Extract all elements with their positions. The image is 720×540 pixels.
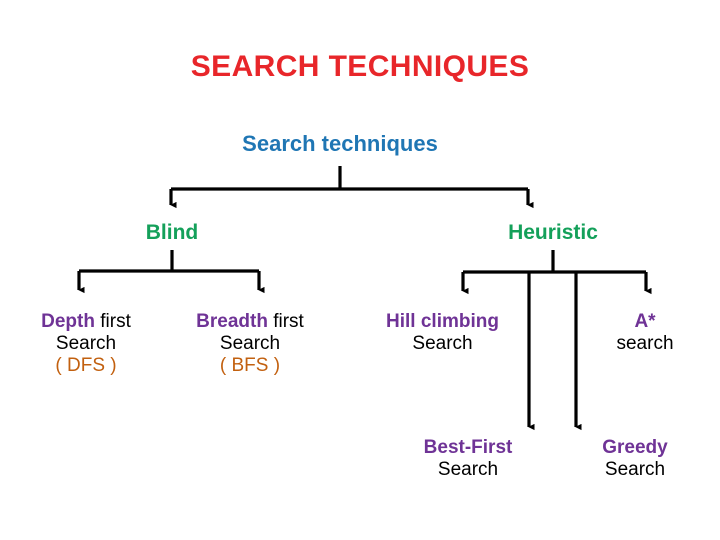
leaf-bfs-keyword: Breadth xyxy=(196,311,268,332)
node-leaf-dfs[interactable]: Depth first Search ( DFS ) xyxy=(0,311,172,377)
leaf-hill-climbing-keyword: Hill climbing xyxy=(386,311,499,332)
node-branch-heuristic[interactable]: Heuristic xyxy=(508,221,598,244)
node-leaf-greedy[interactable]: Greedy Search xyxy=(560,437,710,481)
leaf-bfs-line2: Search xyxy=(219,333,281,355)
leaf-bfs-rest: first xyxy=(267,311,304,332)
leaf-greedy-keyword: Greedy xyxy=(602,437,668,458)
leaf-hill-climbing-line2: Search xyxy=(412,333,473,355)
leaf-dfs-line2: Search xyxy=(55,333,117,355)
leaf-greedy-line2: Search xyxy=(604,459,666,481)
leaf-a-star-line2: search xyxy=(616,333,674,355)
leaf-bfs-abbrev: ( BFS ) xyxy=(219,355,281,377)
node-leaf-bfs[interactable]: Breadth first Search ( BFS ) xyxy=(160,311,340,377)
node-root-search-techniques[interactable]: Search techniques xyxy=(242,131,438,156)
node-branch-blind[interactable]: Blind xyxy=(145,221,199,244)
leaf-dfs-abbrev: ( DFS ) xyxy=(55,355,117,377)
leaf-dfs-rest: first xyxy=(94,311,131,332)
page-title: SEARCH TECHNIQUES xyxy=(190,50,530,83)
node-leaf-best-first[interactable]: Best-First Search xyxy=(378,437,558,481)
leaf-best-first-keyword: Best-First xyxy=(423,437,513,458)
leaf-a-star-keyword: A* xyxy=(634,311,656,332)
node-leaf-hill-climbing[interactable]: Hill climbing Search xyxy=(355,311,530,355)
leaf-dfs-keyword: Depth xyxy=(41,311,95,332)
node-leaf-a-star[interactable]: A* search xyxy=(580,311,710,355)
leaf-best-first-line2: Search xyxy=(437,459,499,481)
